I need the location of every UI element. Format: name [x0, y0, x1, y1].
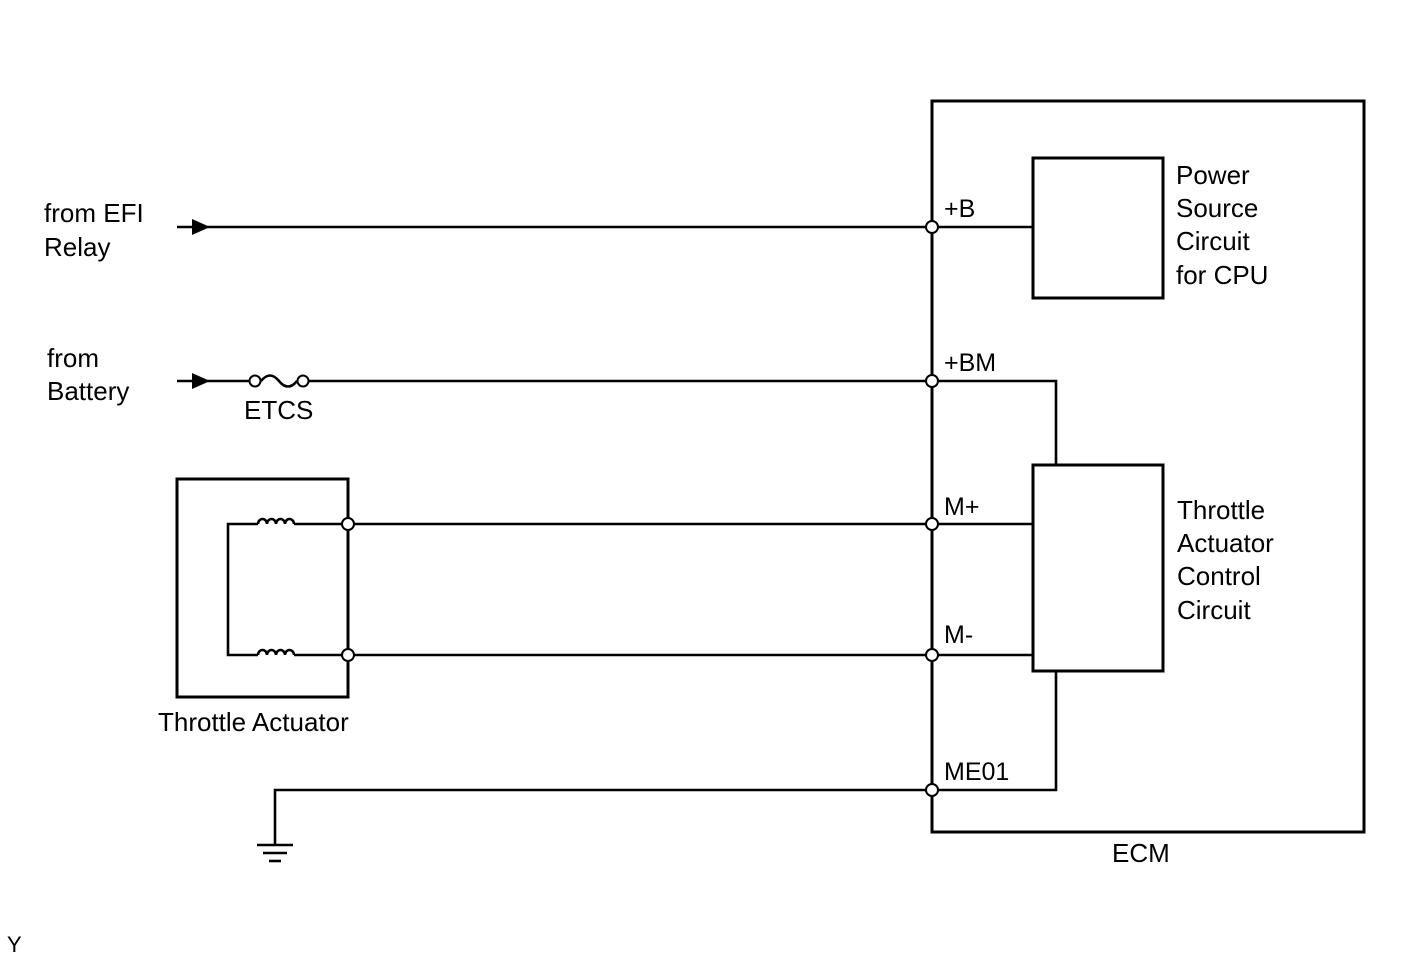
label-battery-line1: from [47, 343, 99, 373]
power-circuit-line2: Source [1176, 193, 1258, 223]
pin-label-b: +B [944, 195, 975, 223]
terminal-m-minus [925, 648, 939, 662]
label-ecm: ECM [1112, 838, 1170, 868]
label-efi-line2: Relay [44, 232, 110, 262]
throttle-actuator-box [175, 477, 350, 699]
throttle-circuit-line1: Throttle [1177, 495, 1265, 525]
pin-label-m-plus: M+ [944, 493, 979, 521]
wire-bm-internal [932, 379, 1058, 465]
power-circuit-line1: Power [1176, 160, 1250, 190]
power-source-circuit-box [1031, 156, 1165, 300]
arrow-icon [192, 373, 210, 389]
throttle-circuit-line4: Circuit [1177, 595, 1251, 625]
wire-me01 [273, 788, 932, 845]
pin-label-m-minus: M- [944, 621, 973, 649]
terminal-me01 [925, 783, 939, 797]
power-circuit-line4: for CPU [1176, 260, 1268, 290]
terminal-m-plus [925, 517, 939, 531]
actuator-internal-loop [226, 522, 258, 657]
terminal-actuator-top [341, 517, 355, 531]
ground-icon [257, 843, 293, 863]
arrow-icon [192, 219, 210, 235]
wire-me01-internal [932, 671, 1058, 792]
throttle-circuit-line2: Actuator [1177, 528, 1274, 558]
coil-icon [256, 648, 296, 656]
throttle-circuit-line3: Control [1177, 561, 1261, 591]
terminal-bm [925, 374, 939, 388]
fuse-icon [248, 374, 310, 388]
corner-mark: Y [7, 932, 22, 957]
pin-label-me01: ME01 [944, 758, 1009, 786]
terminal-actuator-bottom [341, 648, 355, 662]
coil-icon [256, 517, 296, 525]
label-efi-line1: from EFI [44, 198, 144, 228]
terminal-b [925, 220, 939, 234]
throttle-control-circuit-box [1031, 463, 1165, 673]
label-battery-line2: Battery [47, 376, 129, 406]
label-fuse: ETCS [244, 395, 313, 425]
power-circuit-line3: Circuit [1176, 226, 1250, 256]
ecm-box [930, 99, 1366, 834]
pin-label-bm: +BM [944, 349, 996, 377]
label-throttle-actuator: Throttle Actuator [158, 707, 349, 737]
